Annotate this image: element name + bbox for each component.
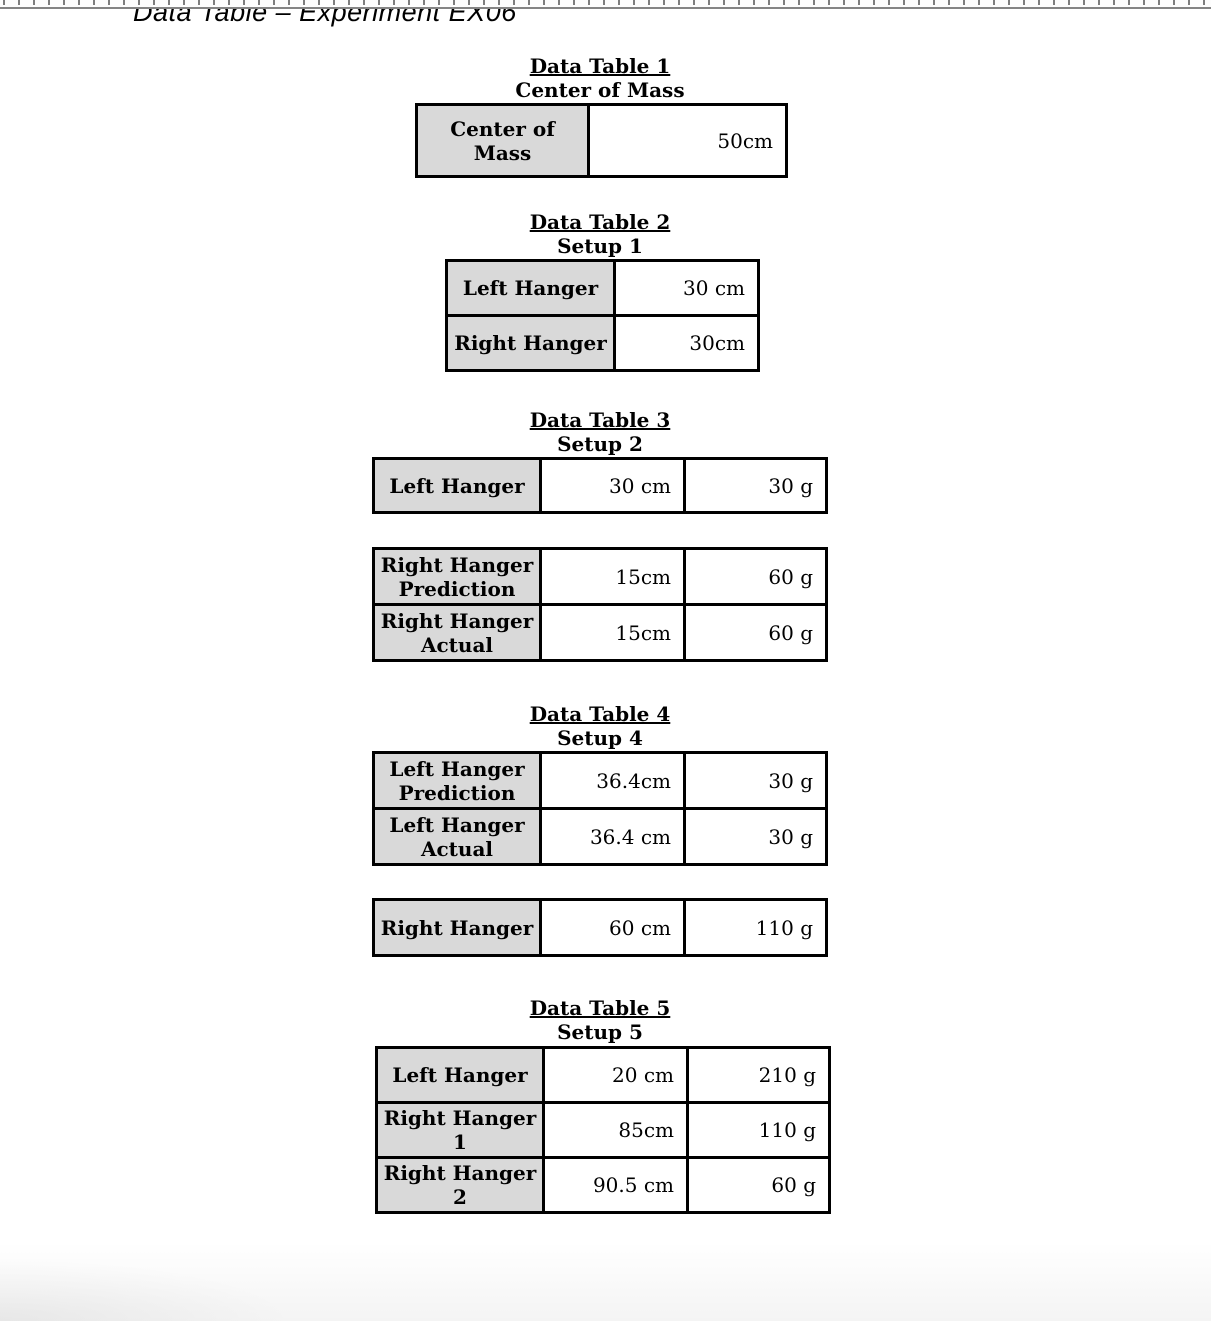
label-cell: Left Hanger [445, 259, 616, 317]
table-row: Right Hanger 1 85cm 110 g [375, 1101, 831, 1159]
table-row: Left Hanger Prediction 36.4cm 30 g [372, 751, 828, 810]
value-cell: 50cm [587, 103, 788, 178]
section-subtitle-setup-1: Setup 1 [557, 234, 643, 258]
section-subtitle-center-of-mass: Center of Mass [515, 78, 685, 102]
data-table-4a: Left Hanger Prediction 36.4cm 30 g Left … [372, 751, 828, 866]
data-table-3b: Right Hanger Prediction 15cm 60 g Right … [372, 547, 828, 662]
page-bottom-shadow [0, 1241, 1211, 1321]
table-row: Right Hanger 2 90.5 cm 60 g [375, 1156, 831, 1214]
value-cell: 30 g [683, 751, 828, 810]
section-subtitle-setup-2: Setup 2 [557, 432, 643, 456]
value-cell: 15cm [539, 603, 686, 662]
value-cell: 110 g [683, 898, 828, 957]
section-title-data-table-5: Data Table 5 [529, 996, 671, 1020]
value-cell: 60 g [683, 547, 828, 606]
data-table-3a: Left Hanger 30 cm 30 g [372, 457, 828, 514]
value-cell: 60 g [686, 1156, 831, 1214]
section-subtitle-setup-4: Setup 4 [557, 726, 643, 750]
table-row: Left Hanger 20 cm 210 g [375, 1046, 831, 1104]
value-cell: 30 cm [613, 259, 760, 317]
ruler-ticks-icon [3, 0, 1211, 5]
value-cell: 30 cm [539, 457, 686, 514]
label-cell: Left Hanger [372, 457, 542, 514]
section-subtitle-setup-5: Setup 5 [557, 1020, 643, 1044]
table-row: Right Hanger Actual 15cm 60 g [372, 603, 828, 662]
table-row: Left Hanger 30 cm 30 g [372, 457, 828, 514]
ruler [0, 0, 1211, 9]
data-table-4b: Right Hanger 60 cm 110 g [372, 898, 828, 957]
section-title-data-table-1: Data Table 1 [529, 54, 671, 78]
label-cell: Right Hanger 1 [375, 1101, 545, 1159]
label-cell: Right Hanger [445, 314, 616, 372]
value-cell: 60 cm [539, 898, 686, 957]
value-cell: 20 cm [542, 1046, 689, 1104]
section-title-data-table-4: Data Table 4 [529, 702, 671, 726]
label-cell: Right Hanger Prediction [372, 547, 542, 606]
value-cell: 30cm [613, 314, 760, 372]
section-title-data-table-3: Data Table 3 [529, 408, 671, 432]
label-cell: Left Hanger [375, 1046, 545, 1104]
value-cell: 85cm [542, 1101, 689, 1159]
value-cell: 15cm [539, 547, 686, 606]
value-cell: 30 g [683, 807, 828, 866]
table-row: Right Hanger 60 cm 110 g [372, 898, 828, 957]
table-row: Left Hanger Actual 36.4 cm 30 g [372, 807, 828, 866]
value-cell: 36.4cm [539, 751, 686, 810]
value-cell: 210 g [686, 1046, 831, 1104]
value-cell: 60 g [683, 603, 828, 662]
data-table-5: Left Hanger 20 cm 210 g Right Hanger 1 8… [375, 1046, 831, 1214]
data-table-2: Left Hanger 30 cm Right Hanger 30cm [445, 259, 760, 372]
table-row: Left Hanger 30 cm [445, 259, 760, 317]
label-cell: Right Hanger Actual [372, 603, 542, 662]
value-cell: 36.4 cm [539, 807, 686, 866]
label-cell: Left Hanger Prediction [372, 751, 542, 810]
label-cell: Right Hanger 2 [375, 1156, 545, 1214]
table-row: Right Hanger Prediction 15cm 60 g [372, 547, 828, 606]
table-row: Center of Mass 50cm [415, 103, 788, 178]
value-cell: 30 g [683, 457, 828, 514]
label-cell: Right Hanger [372, 898, 542, 957]
table-row: Right Hanger 30cm [445, 314, 760, 372]
section-title-data-table-2: Data Table 2 [529, 210, 671, 234]
data-table-1: Center of Mass 50cm [415, 103, 788, 178]
label-cell: Center of Mass [415, 103, 590, 178]
label-cell: Left Hanger Actual [372, 807, 542, 866]
value-cell: 110 g [686, 1101, 831, 1159]
value-cell: 90.5 cm [542, 1156, 689, 1214]
